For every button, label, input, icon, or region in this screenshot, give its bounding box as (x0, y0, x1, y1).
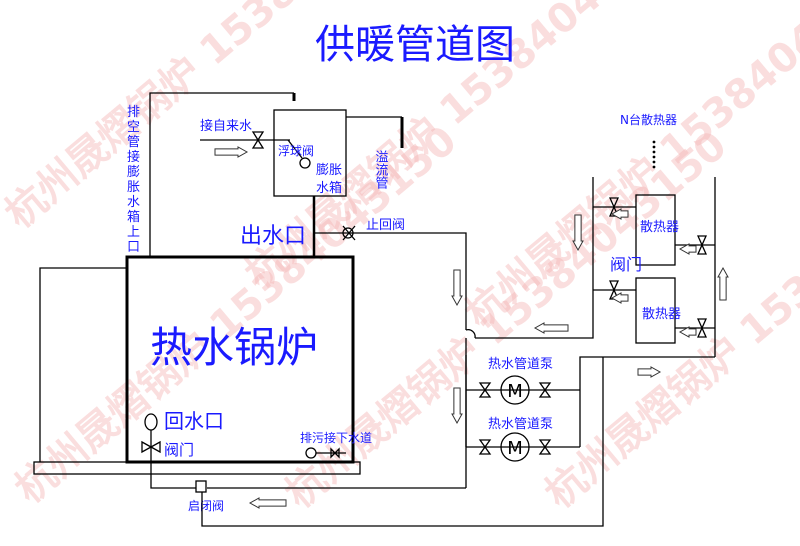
overflow-pipe-label: 溢流管 (373, 150, 389, 190)
flow-arrow-icon (610, 292, 629, 304)
watermark: 杭州晟熠锅炉 15384043150 杭州晟熠锅炉 15384043150 杭州… (0, 0, 800, 518)
flow-arrow-icon (533, 322, 569, 334)
pump-2-label: 热水管道泵 (488, 417, 553, 432)
flow-arrow-icon (678, 243, 697, 255)
expansion-tank (273, 109, 347, 197)
vent-pipe-label: 排空管接膨胀水箱上口 (127, 105, 140, 255)
diagram-title: 供暖管道图 (315, 22, 515, 68)
pump-1: M (478, 375, 552, 405)
pump-2: M (478, 432, 552, 462)
pump-motor-icon (500, 375, 530, 405)
expansion-tank-label-1: 膨胀 (316, 163, 342, 178)
return-pipe-inner (150, 430, 196, 489)
check-valve-wings (342, 225, 356, 241)
shutoff-valve-icon (195, 480, 207, 493)
boiler-valve-label: 阀门 (164, 441, 194, 459)
pump-valve-icon (478, 382, 552, 398)
tap-water-label: 接自来水 (200, 118, 252, 134)
flow-arrow-icon (610, 208, 629, 220)
radiator-2 (635, 277, 676, 344)
tap-valve-icon (251, 131, 265, 149)
flow-arrow-icon (451, 269, 463, 307)
flow-arrow-icon (214, 146, 249, 158)
pump-valve-icon (478, 439, 552, 455)
radiator-valve-icons (608, 197, 708, 338)
outlet-label: 出水口 (240, 224, 306, 249)
supply-pipe (314, 232, 467, 330)
expansion-tank-label-2: 水箱 (316, 180, 342, 196)
float-valve-arm (287, 139, 303, 159)
shutoff-valve-label: 启闭阀 (188, 499, 224, 513)
pump-motor-letter: M (507, 381, 523, 402)
n-radiators-label: N台散热器 (620, 112, 677, 127)
vent-pipe (149, 92, 294, 257)
more-radiators-dots (652, 140, 656, 169)
pipe-crossover (465, 329, 476, 339)
float-valve-label: 浮球阀 (278, 144, 314, 158)
radiator-risers (475, 177, 716, 357)
return-inlet-label: 回水口 (164, 409, 224, 433)
radiator-2-label: 散热器 (642, 307, 681, 322)
main-return-pipe (201, 357, 604, 527)
drain-valve-icon (316, 447, 346, 459)
flow-arrow-icon (717, 266, 729, 301)
radiator-1-label: 散热器 (640, 220, 679, 235)
boiler-label: 热水锅炉 (150, 323, 318, 372)
flow-arrow-icon (248, 497, 287, 509)
boiler-valve-icon (141, 440, 161, 454)
pump-manifold (465, 355, 715, 448)
flow-arrows (214, 146, 729, 509)
flow-arrow-icon (678, 326, 697, 338)
check-valve-label: 止回阀 (366, 218, 405, 233)
radiator-valve-label: 阀门 (610, 255, 642, 274)
boiler-base (33, 461, 361, 475)
float-ball-icon (299, 157, 311, 169)
pump-motor-letter: M (507, 438, 523, 459)
flow-arrow-icon (451, 387, 463, 425)
pump-motor-icon (500, 432, 530, 462)
boiler-jacket (39, 267, 127, 462)
drain-label: 排污接下水道 (300, 430, 372, 445)
pump-1-label: 热水管道泵 (488, 357, 553, 372)
flow-arrow-icon (572, 214, 584, 252)
flow-arrow-icon (637, 366, 662, 378)
check-valve-icon (342, 227, 354, 239)
radiator-1 (635, 194, 676, 266)
